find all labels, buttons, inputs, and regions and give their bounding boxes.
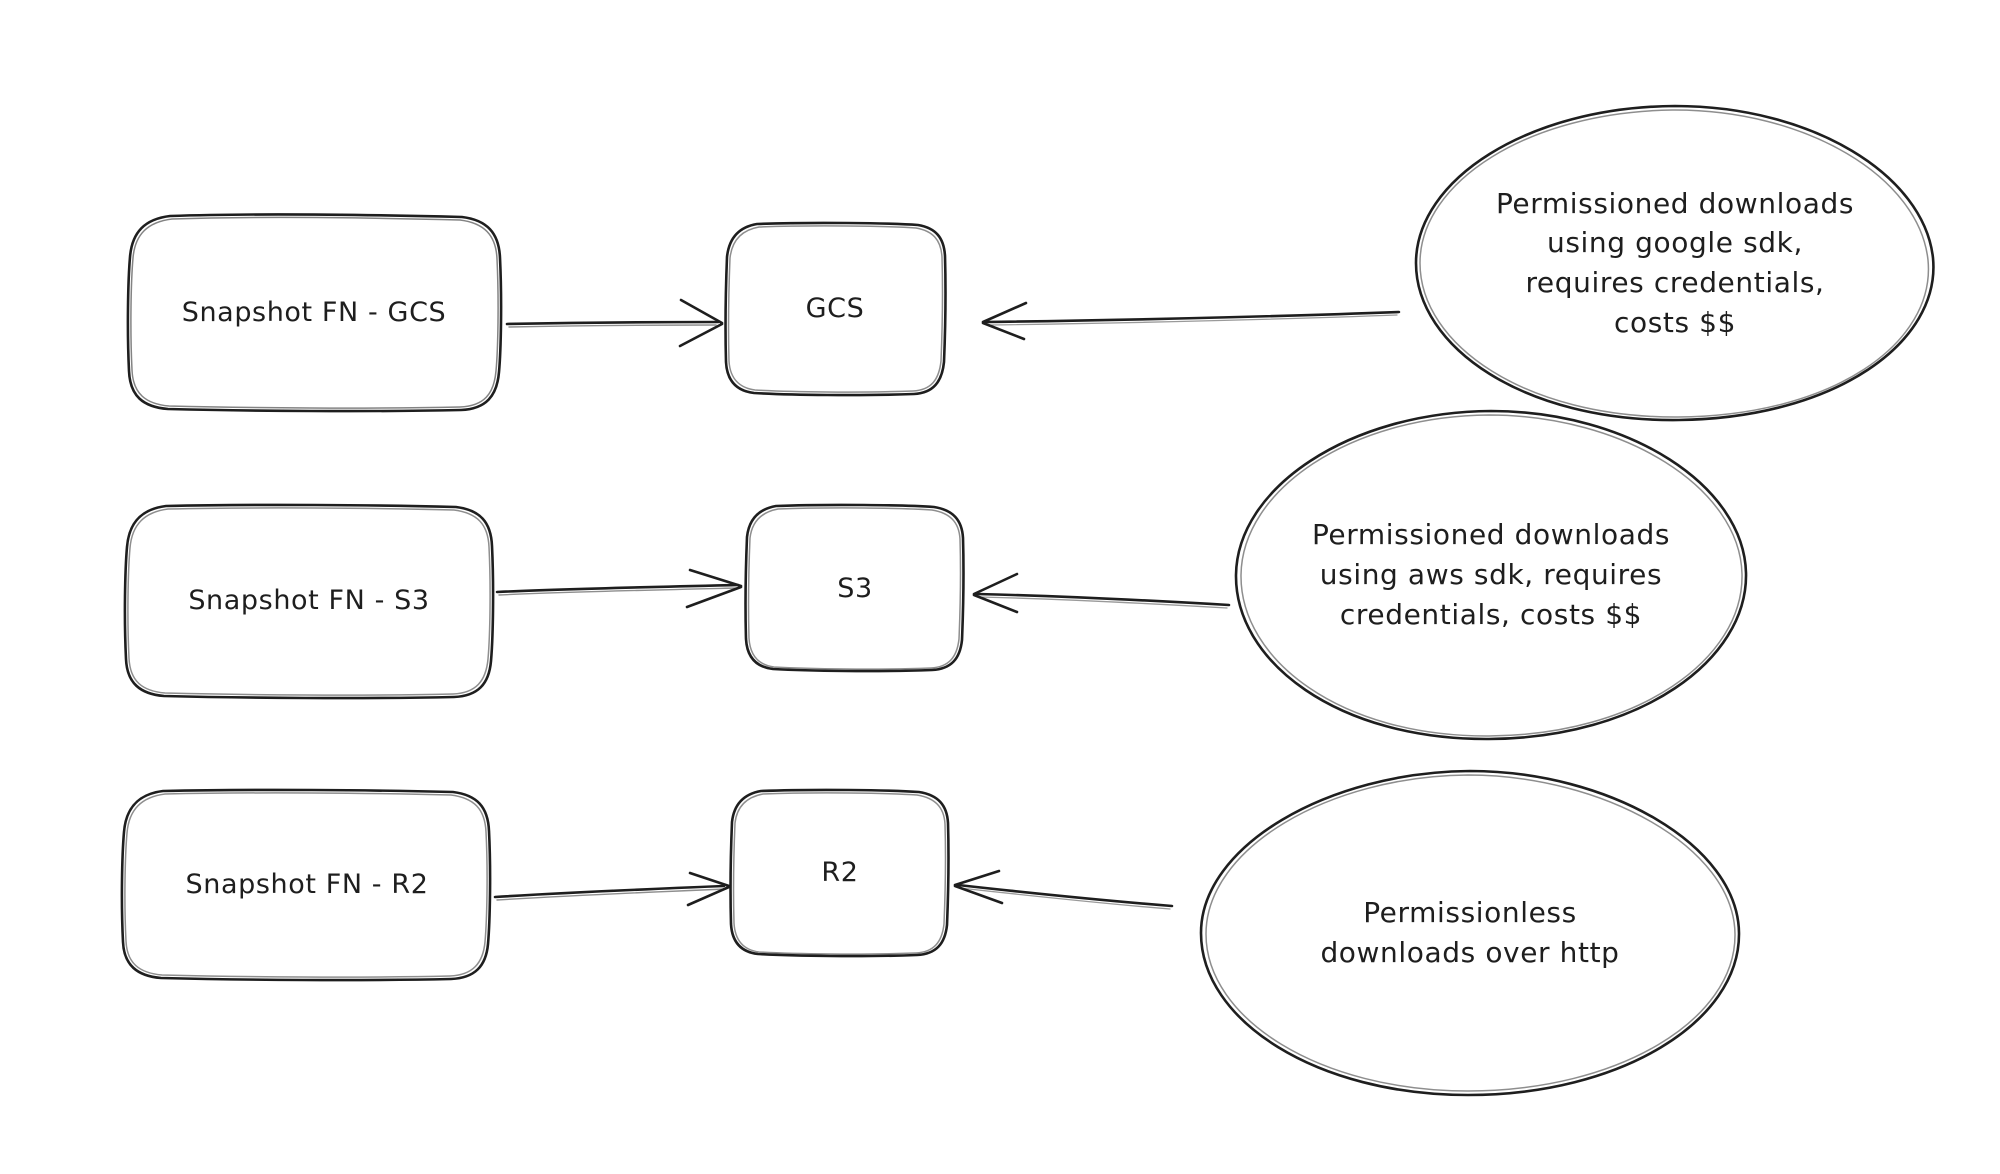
arrow-note-aws-to-s3 xyxy=(972,572,1231,614)
arrow-snapshot-fn-r2-to-r2 xyxy=(493,871,731,907)
arrow-snapshot-fn-gcs-to-gcs xyxy=(505,298,724,348)
node-shape-s3 xyxy=(744,503,965,673)
node-shape-snapshot-fn-r2 xyxy=(120,788,492,982)
note-shape-http xyxy=(1199,769,1741,1097)
arrow-snapshot-fn-s3-to-s3 xyxy=(495,568,743,609)
node-shape-r2 xyxy=(729,788,950,958)
node-shape-gcs xyxy=(724,221,947,397)
arrow-note-google-to-gcs xyxy=(981,301,1401,341)
node-shape-snapshot-fn-gcs xyxy=(126,213,503,413)
note-shape-aws xyxy=(1234,409,1748,741)
node-shape-snapshot-fn-s3 xyxy=(123,503,495,700)
note-shape-google xyxy=(1414,104,1935,422)
arrow-note-http-to-r2 xyxy=(953,869,1174,910)
